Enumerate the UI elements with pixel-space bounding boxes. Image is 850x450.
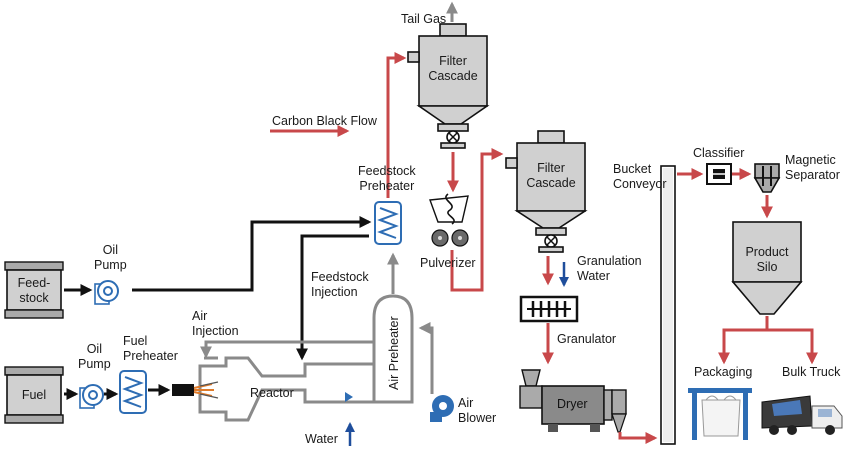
water-label: Water: [305, 432, 338, 446]
filter-cascade-1: [407, 23, 490, 149]
granulator-unit: [519, 295, 579, 323]
magnetic-separator-unit: [753, 163, 781, 193]
packaging-bag-image: [688, 388, 752, 440]
air-preheater-label: Air Preheater: [387, 316, 401, 390]
air-blower: [430, 395, 454, 422]
granulator-label: Granulator: [557, 332, 617, 346]
filter-cascade-2: [505, 130, 588, 253]
bulk-truck-label: Bulk Truck: [782, 365, 841, 379]
air-blower-label: Air Blower: [458, 396, 497, 425]
flow-dryer-to-conveyor: [618, 432, 658, 444]
filter-cascade-1-label: Filter Cascade: [428, 54, 478, 83]
flow-pulverizer-to-filter-2: [450, 148, 504, 292]
flow-silo-split: [722, 328, 814, 360]
reactor-label: Reactor: [250, 386, 294, 400]
bulk-truck-image: [761, 395, 843, 435]
fuel-preheater-exchanger: [119, 370, 147, 414]
magnetic-separator-label: Magnetic Separator: [785, 153, 840, 182]
fuel-preheater-label: Fuel Preheater: [123, 334, 178, 363]
feedstock-tank-label: Feed- stock: [17, 276, 51, 305]
product-silo-label: Product Silo: [745, 245, 789, 274]
product-silo: [731, 221, 803, 315]
flow-feedstock-injection: [296, 234, 369, 361]
feedstock-injection-label: Feedstock Injection: [311, 270, 369, 299]
carbon-black-flow-label: Carbon Black Flow: [272, 114, 377, 128]
flow-air-injection: [200, 340, 374, 359]
classifier-unit: [706, 163, 732, 185]
air-preheater: [372, 294, 414, 404]
oil-pump-1-label: Oil Pump: [94, 243, 127, 272]
pulverizer-unit: [429, 193, 469, 247]
dryer-label: Dryer: [557, 397, 588, 411]
air-injection-label: Air Injection: [192, 309, 239, 338]
oil-pump-2: [79, 384, 104, 409]
feedstock-preheater-exchanger: [374, 201, 402, 245]
granulation-water-label: Granulation Water: [577, 254, 642, 283]
flow-preheater-to-filter-1: [386, 52, 407, 198]
bucket-conveyor: [660, 165, 676, 445]
tail-gas-label: Tail Gas: [401, 12, 447, 26]
pulverizer-label: Pulverizer: [420, 256, 476, 270]
fuel-tank: [4, 366, 64, 424]
feedstock-preheater-label: Feedstock Preheater: [358, 164, 416, 193]
feedstock-tank: [4, 261, 64, 319]
oil-pump-1: [94, 280, 119, 305]
classifier-label: Classifier: [693, 146, 745, 160]
packaging-label: Packaging: [694, 365, 753, 379]
oil-pump-2-label: Oil Pump: [78, 342, 111, 371]
bucket-conveyor-label: Bucket Conveyor: [613, 162, 667, 191]
filter-cascade-2-label: Filter Cascade: [526, 161, 576, 190]
flow-pump-to-feedstock-preheater: [132, 216, 372, 292]
fuel-tank-label: Fuel: [21, 388, 47, 402]
flow-blower-to-air-preheater: [418, 322, 434, 394]
dryer-unit: [519, 369, 627, 433]
